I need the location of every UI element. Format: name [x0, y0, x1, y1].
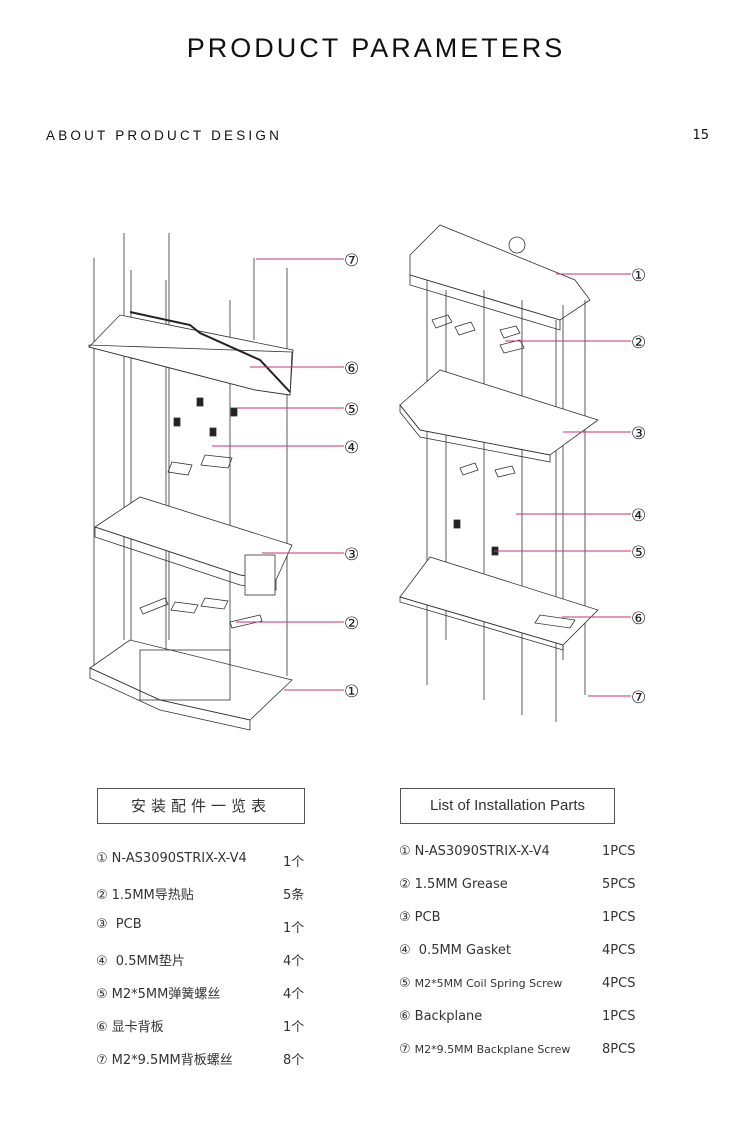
en-qty-4: 4PCS [602, 943, 636, 958]
right-callout-3: ③ [631, 424, 646, 444]
cn-qty-2: 5条 [283, 888, 305, 903]
cn-qty-7: 8个 [283, 1053, 305, 1068]
cn-qty-1: 1个 [283, 855, 305, 870]
right-screws [426, 280, 586, 722]
cn-qty-4: 4个 [283, 954, 305, 969]
cn-qty-6: 1个 [283, 1020, 305, 1035]
right-callout-6: ⑥ [631, 609, 646, 629]
left-callout-2: ② [344, 614, 359, 634]
left-callout-5: ⑤ [344, 400, 359, 420]
exploded-diagram: ⑦ ⑥ ⑤ ④ ③ ② ① ① ② ③ ④ ⑤ ⑥ ⑦ [88, 224, 646, 731]
left-callout-1: ① [344, 682, 359, 702]
right-callout-5: ⑤ [631, 543, 646, 563]
page-title: PRODUCT PARAMETERS [186, 33, 566, 63]
en-qty-7: 8PCS [602, 1042, 636, 1057]
page-number: 15 [692, 128, 709, 143]
en-qty-2: 5PCS [602, 877, 636, 892]
right-callout-1: ① [631, 266, 646, 286]
cn-qty-3: 1个 [283, 921, 305, 936]
en-row-4: ④ 0.5MM Gasket [399, 943, 512, 958]
left-callout-7: ⑦ [344, 251, 359, 271]
right-callout-7: ⑦ [631, 688, 646, 708]
right-callout-2: ② [631, 333, 646, 353]
cn-row-4: ④ 0.5MM垫片 [96, 954, 185, 969]
left-screws [93, 233, 288, 700]
right-callout-4: ④ [631, 506, 646, 526]
cn-list-heading: 安装配件一览表 [97, 788, 305, 824]
left-callout-4: ④ [344, 438, 359, 458]
cn-qty-5: 4个 [283, 987, 305, 1002]
en-qty-1: 1PCS [602, 844, 636, 859]
en-qty-5: 4PCS [602, 976, 636, 991]
cn-row-3: ③ PCB [96, 917, 142, 932]
en-qty-3: 1PCS [602, 910, 636, 925]
section-subtitle: ABOUT PRODUCT DESIGN [46, 128, 283, 143]
left-callout-6: ⑥ [344, 359, 359, 379]
en-list-heading: List of Installation Parts [400, 788, 615, 824]
left-callout-3: ③ [344, 545, 359, 565]
en-qty-6: 1PCS [602, 1009, 636, 1024]
